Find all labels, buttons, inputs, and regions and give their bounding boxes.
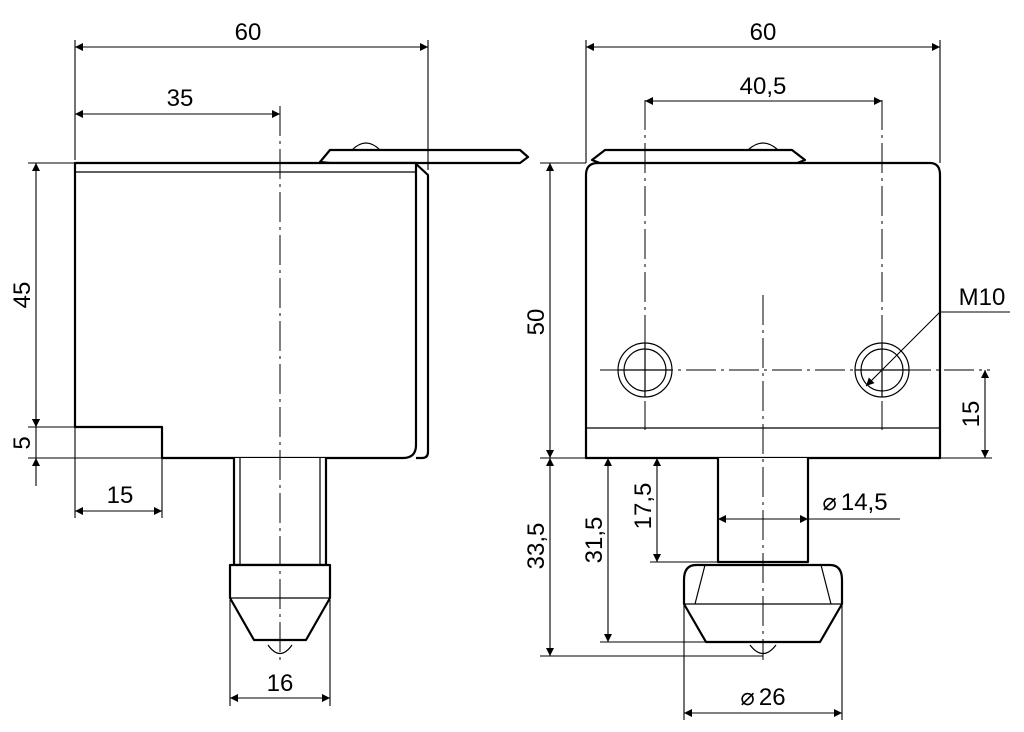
plunger-tip (267, 644, 293, 655)
diameter-symbol: ⌀ (740, 684, 754, 711)
dim-label-plunger-width: 16 (267, 670, 294, 697)
bracket (414, 162, 430, 460)
lever-plate (318, 148, 530, 165)
lever-rivet (351, 142, 381, 151)
thread-leader (865, 311, 941, 387)
dim-label-plunger-diameter: ⌀14,5 (822, 489, 887, 516)
dim-label-height-step: 5 (9, 436, 36, 449)
dim-label-plunger-outer: 33,5 (523, 523, 550, 570)
dim-label-plunger-inner: 17,5 (630, 483, 657, 530)
dim-label-width-total: 60 (235, 19, 262, 46)
dim-label-step-width: 15 (107, 482, 134, 509)
plunger-diameter-value: 14,5 (841, 489, 888, 516)
dim-label-head-diameter: ⌀26 (740, 684, 785, 711)
dim-label-hole-height: 15 (958, 401, 985, 428)
roller-facet (694, 564, 706, 605)
head-diameter-value: 26 (759, 684, 786, 711)
roller-facet (820, 564, 832, 605)
dim-label-plunger-mid: 31,5 (581, 517, 608, 564)
dim-label-height-body-front: 50 (523, 309, 550, 336)
lever-rivet-front (747, 142, 779, 151)
side-view: 60 35 45 5 15 16 (9, 19, 530, 706)
diameter-symbol: ⌀ (822, 489, 836, 516)
dim-label-width-axis: 35 (167, 85, 194, 112)
front-view: 60 40,5 50 M10 15 17,5 31,5 33,5 ⌀14,5 (523, 19, 1010, 720)
dim-label-width-total-front: 60 (750, 19, 777, 46)
dim-label-height-body: 45 (9, 282, 36, 309)
housing-side (73, 161, 418, 460)
dim-label-thread: M10 (959, 284, 1006, 311)
dim-label-hole-spacing: 40,5 (740, 73, 787, 100)
